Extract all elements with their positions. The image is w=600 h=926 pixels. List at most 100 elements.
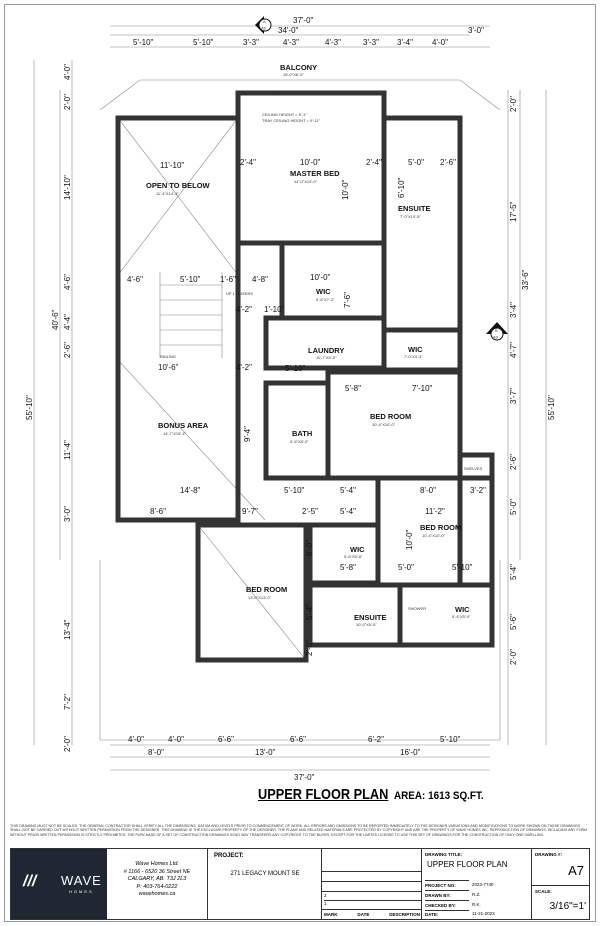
interior-dims: 11'-10" 2'-4" 10'-0" 2'-4" 5'-0" 2'-6" 1…	[127, 158, 486, 656]
svg-text:4'-2": 4'-2"	[236, 363, 252, 372]
svg-text:3'-4": 3'-4"	[509, 302, 518, 318]
svg-text:4'-8": 4'-8"	[252, 275, 268, 284]
drawing-no-label: DRAWING #:	[535, 852, 562, 857]
svg-text:2'-6": 2'-6"	[509, 454, 518, 470]
dim-top-inner: 34'-0"	[278, 26, 299, 35]
checked-by: R.K.	[472, 902, 481, 907]
svg-text:WIC: WIC	[408, 345, 423, 354]
svg-text:BALCONY: BALCONY	[280, 63, 317, 72]
drawing-title: UPPER FLOOR PLAN	[427, 860, 508, 869]
svg-text:4'-3": 4'-3"	[325, 38, 341, 47]
header-description: DESCRIPTION	[389, 912, 420, 917]
dimension-lines	[33, 25, 547, 771]
shelves-label: SHELVES	[464, 466, 482, 471]
header-date: DATE	[357, 912, 370, 917]
project-address: 271 LEGACY MOUNT SE	[230, 871, 300, 877]
svg-text:5'-10": 5'-10"	[193, 38, 214, 47]
svg-text:5'-10": 5'-10"	[133, 38, 154, 47]
svg-text:16'-0": 16'-0"	[400, 748, 421, 757]
svg-text:2'-0": 2'-0"	[509, 96, 518, 112]
svg-text:11'-4": 11'-4"	[63, 440, 72, 460]
svg-text:2'-5": 2'-5"	[302, 507, 318, 516]
svg-text:4'-7": 4'-7"	[509, 342, 518, 358]
svg-text:9'-7": 9'-7"	[242, 507, 258, 516]
company-info: Wave Homes Ltd. # 1166 - 6520 36 Street …	[107, 849, 207, 919]
svg-text:55'-10": 55'-10"	[25, 395, 34, 420]
svg-text:OPEN TO BELOW: OPEN TO BELOW	[146, 181, 211, 190]
svg-text:2'-0": 2'-0"	[63, 94, 72, 110]
scale: 3/16"=1'	[549, 901, 586, 912]
svg-text:33'-6": 33'-6"	[521, 269, 530, 290]
company-name: Wave Homes Ltd.	[135, 861, 179, 867]
svg-text:3'-3": 3'-3"	[363, 38, 379, 47]
svg-text:14'-10": 14'-10"	[63, 175, 72, 200]
project-no: 2023-7740	[472, 882, 494, 887]
svg-text:5'-4": 5'-4"	[305, 604, 314, 620]
svg-text:WIC: WIC	[350, 545, 365, 554]
svg-text:4'-0": 4'-0"	[63, 64, 72, 80]
company-address1: # 1166 - 6520 36 Street NE	[123, 868, 191, 875]
svg-text:4'-0": 4'-0"	[168, 735, 184, 744]
svg-text:7'-2": 7'-2"	[63, 694, 72, 710]
general-notes: THIS DRAWING MUST NOT BE SCALED. THE GEN…	[10, 824, 588, 837]
svg-text:5'-10": 5'-10"	[452, 563, 473, 572]
svg-text:5'-10": 5'-10"	[440, 735, 461, 744]
svg-text:2'-6": 2'-6"	[63, 342, 72, 358]
svg-text:2'-0": 2'-0"	[63, 736, 72, 752]
svg-text:5'-10": 5'-10"	[285, 364, 306, 373]
svg-text:2'-4": 2'-4"	[240, 158, 256, 167]
svg-text:2'-6": 2'-6"	[305, 640, 314, 656]
shower-label: SHOWER	[408, 606, 426, 611]
svg-text:5'-4": 5'-4"	[340, 486, 356, 495]
svg-text:7'-6": 7'-6"	[343, 292, 352, 308]
header-mark: MARK	[324, 912, 338, 917]
svg-text:BED ROOM: BED ROOM	[420, 523, 461, 532]
svg-text:14'-7"X15'-4": 14'-7"X15'-4"	[163, 431, 187, 436]
company-address2: CALGARY, AB. T3J 2L3	[127, 876, 187, 882]
svg-text:BED ROOM: BED ROOM	[246, 585, 287, 594]
svg-text:8'-0": 8'-0"	[420, 486, 436, 495]
svg-text:BATH: BATH	[292, 429, 312, 438]
svg-text:A9: A9	[493, 335, 499, 340]
dim-top-overall: 37'-0"	[293, 16, 314, 25]
svg-text:2'-0": 2'-0"	[509, 649, 518, 665]
stair-up-label: UP 17 RISERS	[226, 291, 253, 296]
dim-right: 55'-10" 33'-6" 2'-0" 17'-5" 3'-4" 4'-7" …	[509, 96, 556, 665]
svg-text:4'-6": 4'-6"	[127, 275, 143, 284]
svg-text:2'-4": 2'-4"	[366, 158, 382, 167]
svg-text:BED ROOM: BED ROOM	[370, 412, 411, 421]
logo-sub: HOMES	[69, 889, 94, 894]
svg-text:4'-0": 4'-0"	[432, 38, 448, 47]
date-label: DATE:	[425, 910, 469, 917]
section-marker-a: A A9	[255, 16, 272, 34]
drawing-info: DRAWING TITLE: UPPER FLOOR PLAN PROJECT …	[421, 849, 532, 919]
date: 11-21-2023	[472, 911, 495, 916]
svg-text:5'-10": 5'-10"	[284, 486, 305, 495]
svg-text:1'-10": 1'-10"	[264, 305, 285, 314]
svg-text:3'-0": 3'-0"	[63, 506, 72, 522]
svg-text:B: B	[495, 328, 498, 333]
svg-text:5'-4": 5'-4"	[509, 564, 518, 580]
svg-text:4'-4": 4'-4"	[63, 314, 72, 330]
svg-text:A9: A9	[261, 26, 267, 31]
svg-text:WIC: WIC	[455, 605, 470, 614]
svg-text:13'-0"X13'-0": 13'-0"X13'-0"	[248, 595, 272, 600]
svg-text:9'-4": 9'-4"	[243, 426, 252, 442]
checked-by-label: CHECKED BY:	[425, 900, 469, 908]
svg-text:A: A	[263, 19, 266, 24]
svg-text:ENSUITE: ENSUITE	[398, 204, 431, 213]
svg-text:17'-5": 17'-5"	[509, 201, 518, 222]
svg-text:6'-6": 6'-6"	[290, 735, 306, 744]
svg-text:WIC: WIC	[316, 287, 331, 296]
svg-text:5'-0": 5'-0"	[398, 563, 414, 572]
svg-text:10'-0": 10'-0"	[405, 529, 414, 550]
railing-label: RAILING	[160, 354, 176, 359]
svg-text:1'-6": 1'-6"	[220, 275, 236, 284]
